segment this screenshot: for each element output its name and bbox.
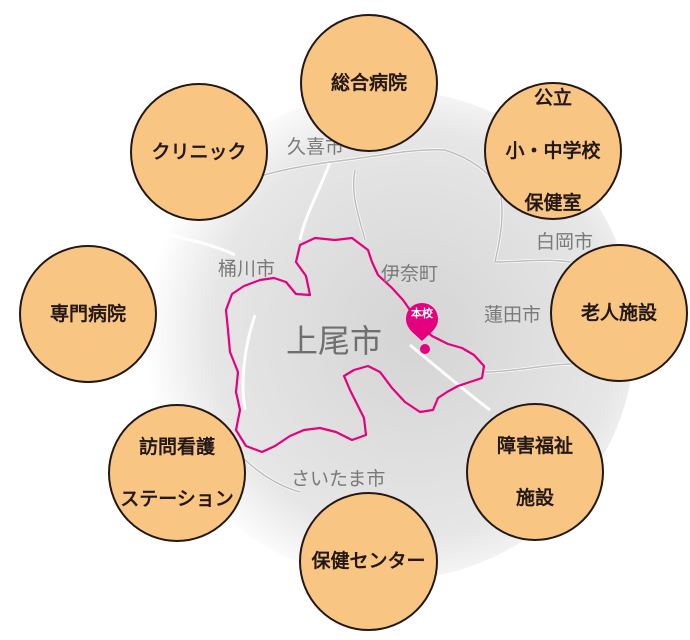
school-label: 本校 xyxy=(411,307,433,320)
general-hospital-circle[interactable]: 総合病院 xyxy=(300,14,438,152)
school-pin-icon xyxy=(406,303,438,341)
public-school-label-line1: 公立 xyxy=(533,87,572,110)
disability-welfare-label-line1: 障害福祉 xyxy=(496,434,573,457)
okegawa-label: 桶川市 xyxy=(218,258,276,280)
clinic-label: クリニック xyxy=(151,140,247,163)
public-school-health-room-circle[interactable]: 公立 小・中学校 保健室 xyxy=(484,82,622,220)
home-nursing-station-circle[interactable]: 訪問看護 ステーション xyxy=(108,404,246,542)
health-center-label: 保健センター xyxy=(311,550,426,573)
school-dot xyxy=(420,344,430,354)
elderly-facility-label: 老人施設 xyxy=(580,301,657,324)
disability-welfare-label-line2: 施設 xyxy=(515,487,554,510)
ageo-city-label: 上尾市 xyxy=(286,322,383,360)
hasuda-label: 蓮田市 xyxy=(484,304,542,326)
health-center-circle[interactable]: 保健センター xyxy=(299,492,438,631)
clinic-circle[interactable]: クリニック xyxy=(130,83,268,221)
shiraoka-label: 白岡市 xyxy=(536,231,594,253)
public-school-label-line2: 小・中学校 xyxy=(505,139,601,162)
disability-welfare-facility-circle[interactable]: 障害福祉 施設 xyxy=(466,403,604,541)
elderly-facility-circle[interactable]: 老人施設 xyxy=(550,244,688,382)
kuki-label: 久喜市 xyxy=(287,136,345,158)
home-nursing-label-line2: ステーション xyxy=(120,488,234,511)
public-school-label-line3: 保健室 xyxy=(524,192,582,215)
specialty-hospital-circle[interactable]: 専門病院 xyxy=(19,245,157,383)
general-hospital-label: 総合病院 xyxy=(330,71,407,94)
saitama-label: さいたま市 xyxy=(291,468,386,490)
ina-label: 伊奈町 xyxy=(381,263,439,285)
specialty-hospital-label: 専門病院 xyxy=(49,302,126,325)
home-nursing-label-line1: 訪問看護 xyxy=(138,435,215,458)
